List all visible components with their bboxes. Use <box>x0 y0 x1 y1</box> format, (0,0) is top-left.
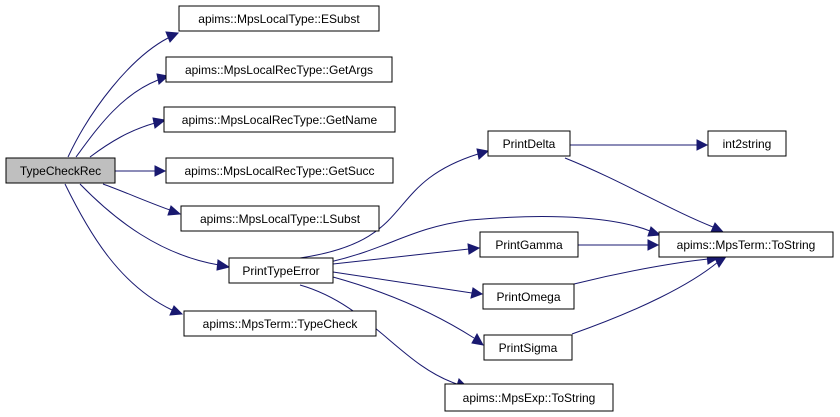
node-typecheckrec[interactable]: TypeCheckRec <box>5 157 116 184</box>
nodes: TypeCheckRec apims::MpsLocalType::ESubst… <box>5 5 834 412</box>
node-label: apims::MpsLocalType::LSubst <box>200 212 361 226</box>
edge-printgamma-tostring-term <box>578 239 660 251</box>
edges <box>64 31 726 390</box>
node-int2string[interactable]: int2string <box>707 130 787 157</box>
edge-printtypeerror-printgamma <box>332 243 481 265</box>
node-getargs[interactable]: apims::MpsLocalRecType::GetArgs <box>165 56 393 83</box>
node-label: PrintGamma <box>495 238 563 252</box>
edge-root-typecheck <box>64 183 184 316</box>
node-lsubst[interactable]: apims::MpsLocalType::LSubst <box>180 205 380 232</box>
node-printgamma[interactable]: PrintGamma <box>479 231 579 258</box>
edge-printdelta-int2string <box>570 139 709 151</box>
edge-printtypeerror-printsigma <box>332 276 484 346</box>
node-tostring-term[interactable]: apims::MpsTerm::ToString <box>658 231 834 258</box>
edge-root-esubst <box>67 31 180 158</box>
node-tostring-exp[interactable]: apims::MpsExp::ToString <box>444 383 614 412</box>
node-esubst[interactable]: apims::MpsLocalType::ESubst <box>178 5 380 32</box>
edge-root-lsubst <box>102 183 182 216</box>
node-printomega[interactable]: PrintOmega <box>482 283 575 310</box>
edge-printtypeerror-printdelta <box>299 148 490 259</box>
node-label: apims::MpsLocalRecType::GetName <box>182 113 378 127</box>
edge-printsigma-tostring-term <box>571 257 726 335</box>
node-label: int2string <box>723 137 772 151</box>
edge-printtypeerror-printomega <box>332 271 484 299</box>
node-label: PrintSigma <box>499 341 558 355</box>
node-printdelta[interactable]: PrintDelta <box>487 130 571 157</box>
edge-root-getname <box>89 117 167 158</box>
node-getname[interactable]: apims::MpsLocalRecType::GetName <box>163 106 396 133</box>
node-label: apims::MpsTerm::TypeCheck <box>203 317 359 331</box>
node-label: PrintOmega <box>496 290 560 304</box>
node-label: PrintTypeError <box>242 264 319 278</box>
edge-root-getsucc <box>115 165 167 177</box>
node-printtypeerror[interactable]: PrintTypeError <box>228 257 334 284</box>
node-printsigma[interactable]: PrintSigma <box>483 334 573 361</box>
edge-printomega-tostring-term <box>573 253 720 285</box>
edge-printdelta-tostring-term <box>564 157 725 233</box>
node-typecheck[interactable]: apims::MpsTerm::TypeCheck <box>183 310 377 337</box>
edge-printtypeerror-tostring-term-top <box>329 216 662 263</box>
node-label: apims::MpsLocalRecType::GetSucc <box>184 164 374 178</box>
node-label: apims::MpsLocalRecType::GetArgs <box>185 63 373 77</box>
node-label: apims::MpsLocalType::ESubst <box>198 12 360 26</box>
node-label: TypeCheckRec <box>20 164 101 178</box>
node-label: apims::MpsTerm::ToString <box>677 238 816 252</box>
edge-root-getargs <box>75 73 170 158</box>
node-label: apims::MpsExp::ToString <box>463 391 596 405</box>
edge-printtypeerror-tostring-exp <box>299 284 469 390</box>
node-label: PrintDelta <box>503 137 556 151</box>
node-getsucc[interactable]: apims::MpsLocalRecType::GetSucc <box>165 157 394 184</box>
edge-root-printtypeerror <box>79 183 231 271</box>
